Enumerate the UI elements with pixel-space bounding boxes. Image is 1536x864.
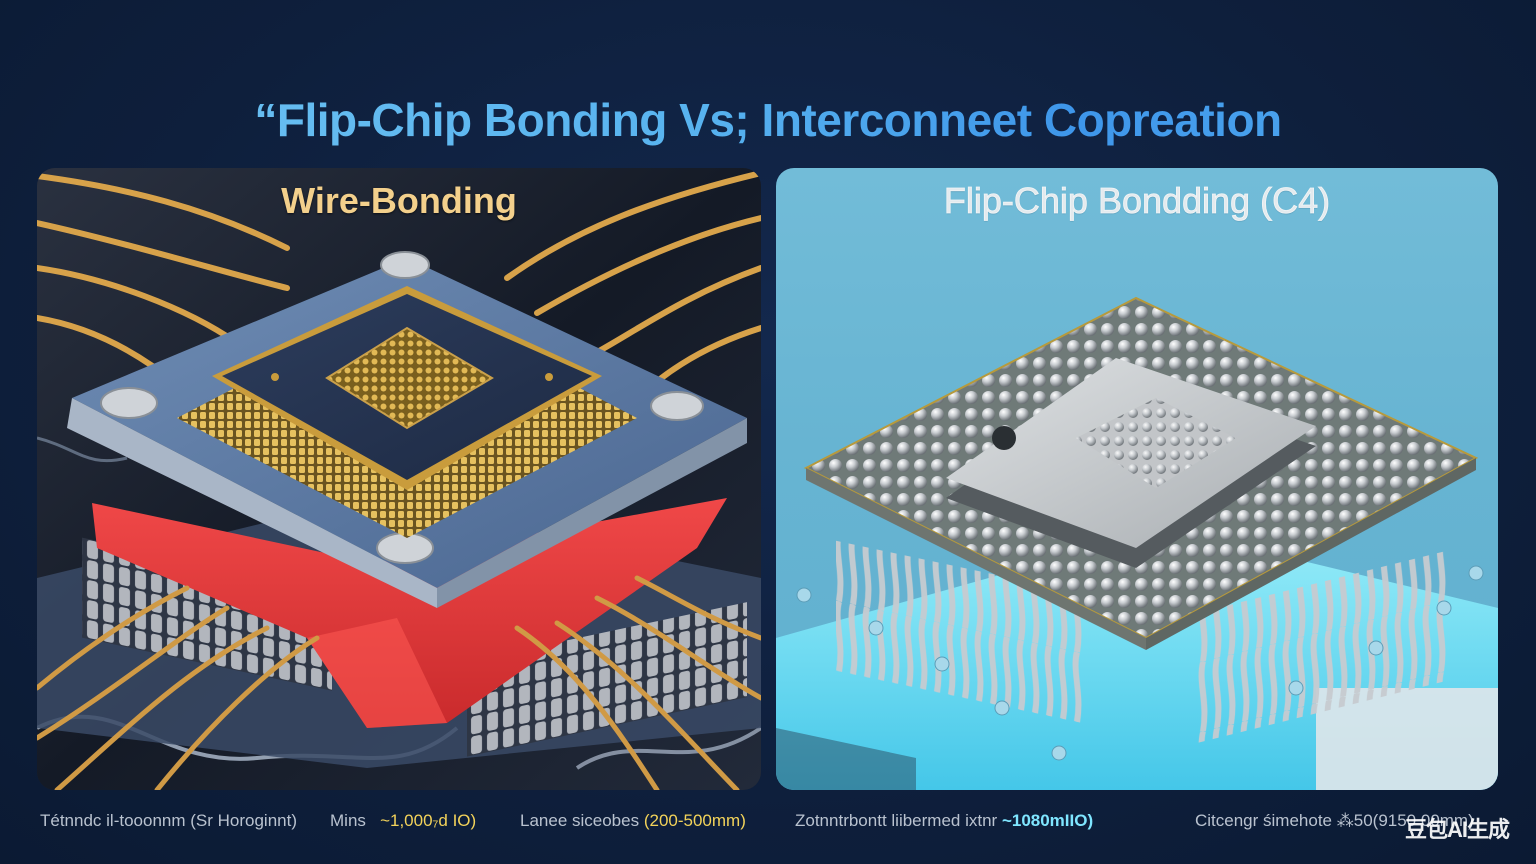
flip-chip-illustration — [776, 296, 1498, 790]
wire-bonding-title: Wire-Bonding — [281, 180, 517, 221]
caption-label: Citcengr śimehote — [1195, 811, 1333, 830]
caption-label: Zotnntrbontt liibermed ixtnr — [795, 811, 998, 830]
caption-wire-pitch: Lanee siceobes (200-500mm) — [520, 808, 746, 834]
caption-value: (200-500mm) — [643, 811, 746, 830]
caption-label: Lanee siceobes — [520, 811, 640, 830]
caption-wire-io: Mins ~1,000₇d IO) — [330, 808, 476, 834]
caption-value: ⁂50(9150 00mm) — [1336, 811, 1474, 830]
flip-chip-title: Flip-Chip Bondding (C4) — [943, 180, 1331, 222]
wire-bonding-panel: Wire-Bonding — [37, 168, 761, 790]
caption-value: ~1,000₇d IO) — [380, 811, 477, 830]
caption-flip-pitch: Citcengr śimehote ⁂50(9150 00mm) — [1195, 808, 1474, 834]
wire-bonding-illustration — [37, 168, 761, 790]
ai-generated-watermark: 豆包AI生成 — [1405, 817, 1510, 842]
caption-technology-label: Tétnndc il-tooonnm (Sr Horoginnt) — [40, 808, 297, 834]
flip-chip-panel: Flip-Chip Bondding (C4) — [776, 168, 1498, 790]
caption-label: Mins — [330, 811, 366, 830]
caption-label: Tétnndc il-tooonnm (Sr Horoginnt) — [40, 811, 298, 830]
page-title: “Flip-Chip Bonding Vs; Interconneet Copr… — [0, 93, 1536, 147]
caption-flip-io: Zotnntrbontt liibermed ixtnr ~1080mIIO) — [795, 808, 1093, 834]
caption-value: ~1080mIIO) — [1001, 811, 1094, 830]
